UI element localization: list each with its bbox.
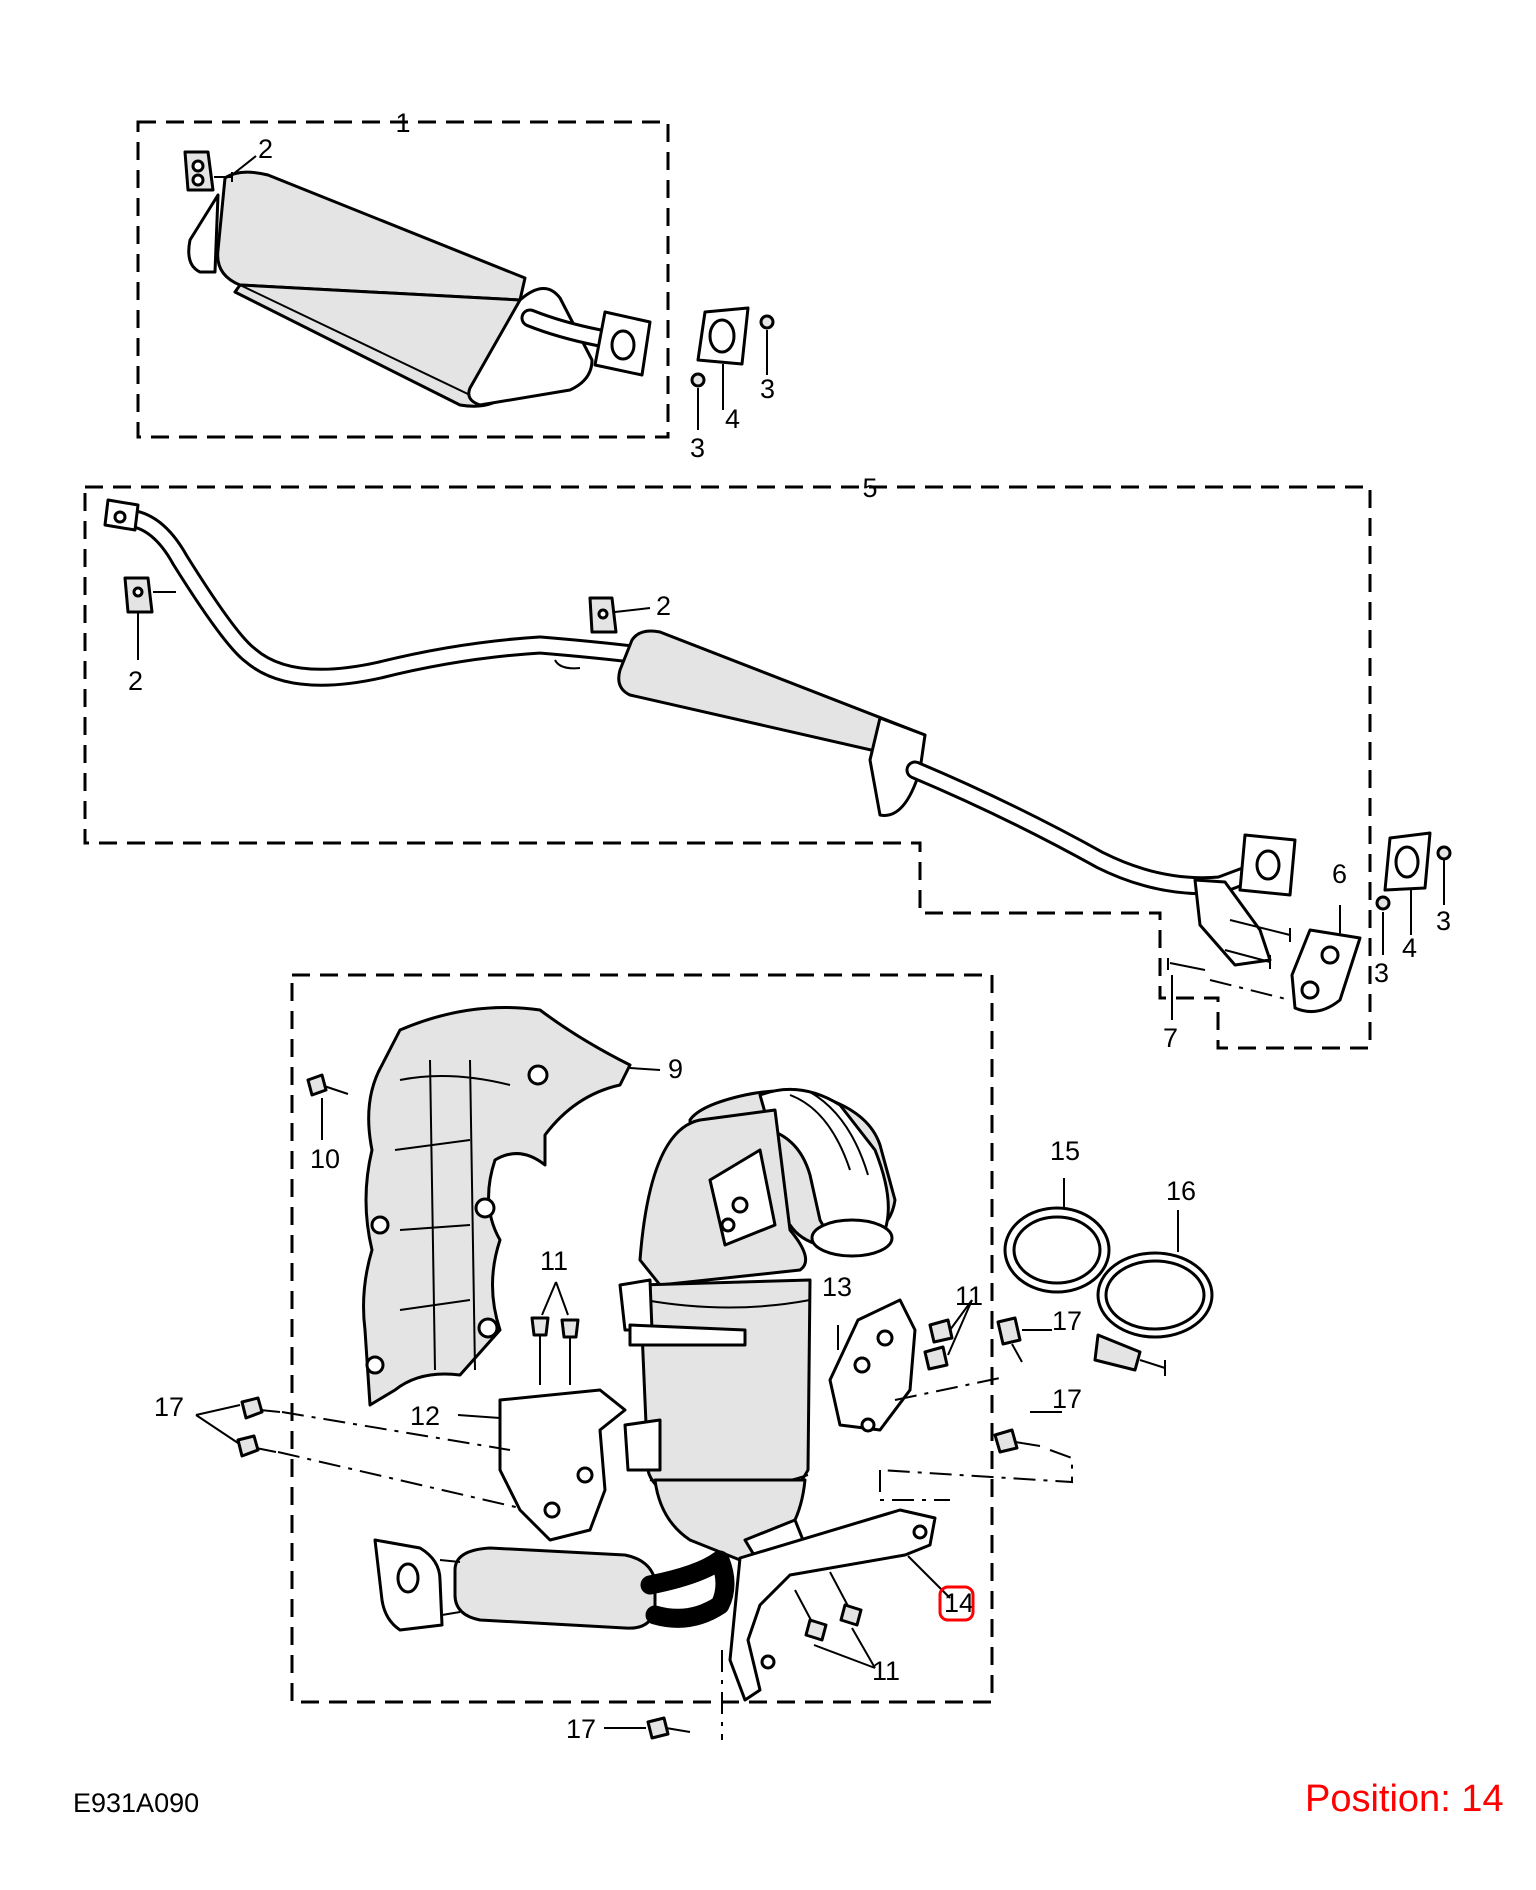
bolt[interactable] [306,1073,349,1097]
nut[interactable] [1375,845,1452,911]
callout-2[interactable]: 2 [128,666,143,696]
callout-11[interactable]: 11 [955,1281,983,1311]
callout-9[interactable]: 9 [668,1054,683,1084]
bolt[interactable] [530,1316,580,1385]
callout-15[interactable]: 15 [1050,1136,1080,1166]
callout-6[interactable]: 6 [1332,859,1347,889]
position-label: Position: 14 [1305,1778,1504,1820]
highlight-marker [938,1585,975,1622]
group-frame-1 [136,120,670,439]
callout-14[interactable]: 14 [944,1588,974,1618]
callout-3[interactable]: 3 [690,433,705,463]
rear-silencer[interactable] [187,170,652,408]
callout-10[interactable]: 10 [310,1144,340,1174]
callout-3[interactable]: 3 [1374,958,1389,988]
callout-5[interactable]: 5 [862,473,877,503]
front-pipe[interactable] [373,1538,735,1632]
rubber-hanger[interactable] [183,150,233,192]
callout-17[interactable]: 17 [1052,1384,1082,1414]
rubber-hanger[interactable] [123,576,618,634]
bolt[interactable] [996,1316,1023,1363]
bolt[interactable] [923,1318,954,1371]
callout-7[interactable]: 7 [1163,1023,1178,1053]
clamp-bolts[interactable] [1224,919,1291,969]
callout-1[interactable]: 1 [395,108,410,138]
callout-11[interactable]: 11 [540,1246,568,1276]
callout-4[interactable]: 4 [1402,933,1417,963]
callout-16[interactable]: 16 [1166,1176,1196,1206]
callout-12[interactable]: 12 [410,1401,440,1431]
callout-3[interactable]: 3 [760,374,775,404]
group-frame-8 [290,973,994,1704]
callout-2[interactable]: 2 [258,134,273,164]
callout-2[interactable]: 2 [656,591,671,621]
callout-17[interactable]: 17 [566,1714,596,1744]
callout-11[interactable]: 11 [872,1656,900,1686]
group-frame-5 [83,485,1372,1050]
mounting-bracket[interactable] [498,1388,627,1542]
bolt[interactable] [236,1396,281,1458]
bolt[interactable] [993,1428,1041,1454]
catalytic-converter[interactable] [618,1087,897,1567]
bolt[interactable] [646,1716,691,1740]
callout-3[interactable]: 3 [1436,906,1451,936]
nut[interactable] [690,314,775,388]
rear-support-bracket[interactable] [728,1508,937,1702]
exhaust-clamp[interactable] [1093,1251,1214,1376]
callout-17[interactable]: 17 [154,1392,184,1422]
callout-17[interactable]: 17 [1052,1306,1082,1336]
intermediate-pipe[interactable] [103,498,1297,967]
flange-gasket[interactable] [696,306,750,366]
heat-shield[interactable] [362,1006,632,1407]
callout-4[interactable]: 4 [725,404,740,434]
callout-13[interactable]: 13 [822,1272,852,1302]
bolt[interactable] [1167,958,1206,971]
diagram-code: E931A090 [73,1788,200,1818]
gasket-ring[interactable] [1003,1206,1111,1294]
support-bracket[interactable] [828,1298,917,1433]
bolt[interactable] [794,1571,863,1642]
flange-gasket[interactable] [1383,831,1432,892]
flange-bracket[interactable] [1290,928,1362,1014]
